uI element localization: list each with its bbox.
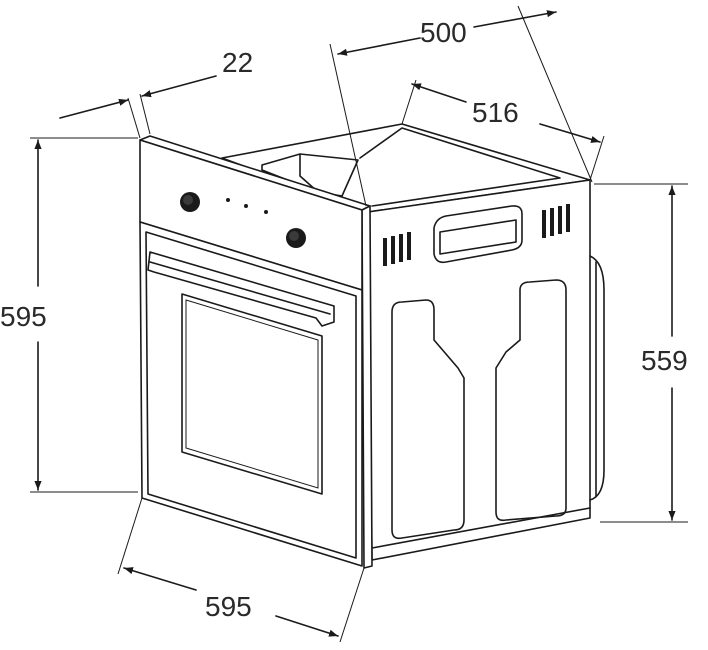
oven-body <box>221 123 605 561</box>
oven-back-flange <box>589 255 605 501</box>
side-cutout-left <box>391 299 465 540</box>
oven-front <box>139 135 373 569</box>
dimension-516: 516 <box>401 79 605 181</box>
side-handle-slot <box>433 205 523 264</box>
dim-label-22: 22 <box>222 47 253 78</box>
side-vents-left <box>383 232 411 266</box>
dimension-559: 559 <box>594 183 688 523</box>
dimension-595-height: 595 <box>0 137 138 493</box>
dimension-595-width: 595 <box>117 497 365 643</box>
dim-label-559: 559 <box>641 345 688 376</box>
side-vents-right <box>542 204 570 238</box>
dim-label-500: 500 <box>420 17 467 48</box>
side-cutout-right <box>495 279 567 522</box>
dimension-500: 500 <box>329 5 593 207</box>
dim-label-516: 516 <box>472 97 519 128</box>
dimension-22: 22 <box>59 47 253 139</box>
dim-label-595-width: 595 <box>205 591 252 622</box>
dim-label-595-height: 595 <box>0 301 47 332</box>
door-window <box>181 293 323 495</box>
